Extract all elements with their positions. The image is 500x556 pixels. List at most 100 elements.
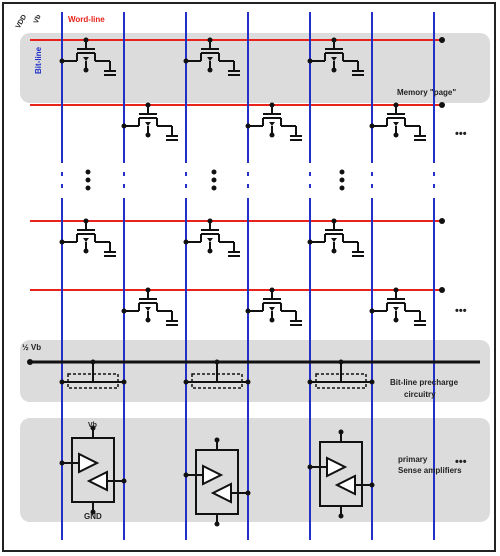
vertical-ellipsis-dot — [211, 185, 217, 191]
transistor-arrow — [207, 57, 213, 61]
word-line-end-dot — [439, 218, 445, 224]
vertical-ellipsis-dot — [85, 169, 91, 175]
transistor-arrow — [393, 307, 399, 311]
transistor-arrow — [145, 122, 151, 126]
precharge-junction — [214, 359, 220, 365]
transistor-arrow — [269, 122, 275, 126]
vertical-ellipsis-dot — [211, 169, 217, 175]
primary-label-line2: Sense amplifiers — [398, 466, 462, 475]
transistor-arrow — [83, 57, 89, 61]
transistor-arrow — [331, 238, 337, 242]
sense-bitline-dot — [121, 478, 127, 484]
ellipsis-sense: ••• — [455, 456, 467, 468]
body-terminal — [145, 132, 151, 138]
sense-supply-dot — [90, 425, 96, 431]
gate-junction — [393, 287, 399, 293]
gate-junction — [83, 218, 89, 224]
bitline-junction — [307, 58, 313, 64]
gate-junction — [331, 37, 337, 43]
sense-ground-dot — [90, 509, 96, 515]
sense-bitline-dot — [183, 472, 189, 478]
bitline-junction — [369, 308, 375, 314]
gate-junction — [207, 218, 213, 224]
sense-bitline-dot — [59, 460, 65, 466]
vertical-ellipsis-dot — [211, 177, 217, 183]
precharge-band — [20, 340, 490, 402]
transistor-arrow — [331, 57, 337, 61]
bitline-junction — [245, 123, 251, 129]
bitline-junction — [121, 308, 127, 314]
transistor-arrow — [269, 307, 275, 311]
gate-junction — [393, 102, 399, 108]
memory-page-label: Memory "page" — [397, 88, 457, 97]
inverter-lower — [86, 470, 108, 492]
gate-junction — [145, 102, 151, 108]
bitline-junction — [121, 123, 127, 129]
sense-vb-label: Vb — [88, 422, 97, 429]
precharge-bitline-dot — [369, 379, 375, 385]
body-terminal — [83, 248, 89, 254]
vertical-ellipsis-dot — [339, 177, 345, 183]
body-terminal — [269, 132, 275, 138]
gate-junction — [145, 287, 151, 293]
bitline-junction — [183, 239, 189, 245]
body-terminal — [269, 317, 275, 323]
vertical-ellipsis-dot — [85, 177, 91, 183]
bitline-junction — [307, 239, 313, 245]
sense-bitline-dot — [307, 464, 313, 470]
precharge-bus-start — [27, 359, 33, 365]
inverter-lower — [210, 482, 232, 504]
transistor-arrow — [145, 307, 151, 311]
sense-bitline-dot — [245, 490, 251, 496]
ellipsis-row2: ••• — [455, 128, 467, 140]
bitline-junction — [245, 308, 251, 314]
sense-ground-dot — [338, 513, 344, 519]
precharge-bitline-dot — [183, 379, 189, 385]
transistor-arrow — [83, 238, 89, 242]
body-terminal — [331, 67, 337, 73]
precharge-label-line2: circuitry — [404, 390, 436, 399]
memory-page-band — [20, 33, 490, 103]
gate-junction — [331, 218, 337, 224]
word-line-end-dot — [439, 37, 445, 43]
vertical-ellipsis-dot — [339, 185, 345, 191]
body-terminal — [393, 317, 399, 323]
half-vb-label: ½ Vb — [22, 343, 42, 352]
ellipsis-row4: ••• — [455, 305, 467, 317]
vertical-ellipsis-dot — [85, 185, 91, 191]
vertical-ellipsis-dot — [339, 169, 345, 175]
bit-line-label: Bit-line — [34, 46, 43, 74]
body-terminal — [393, 132, 399, 138]
sense-supply-dot — [338, 429, 344, 435]
precharge-bitline-dot — [121, 379, 127, 385]
precharge-junction — [90, 359, 96, 365]
sense-bitline-dot — [369, 482, 375, 488]
precharge-junction — [338, 359, 344, 365]
body-terminal — [207, 248, 213, 254]
gate-junction — [269, 287, 275, 293]
gate-junction — [83, 37, 89, 43]
sense-ground-dot — [214, 521, 220, 527]
inverter-upper — [78, 452, 100, 474]
transistor-arrow — [393, 122, 399, 126]
precharge-bitline-dot — [245, 379, 251, 385]
gate-junction — [207, 37, 213, 43]
inverter-upper — [326, 456, 348, 478]
gate-junction — [269, 102, 275, 108]
bitline-junction — [369, 123, 375, 129]
word-line-end-dot — [439, 287, 445, 293]
body-terminal — [331, 248, 337, 254]
body-terminal — [145, 317, 151, 323]
inverter-upper — [202, 464, 224, 486]
gnd-label: GND — [84, 512, 102, 521]
diagram-frame — [2, 2, 496, 552]
sense-amp-band — [20, 418, 490, 522]
transistor-arrow — [207, 238, 213, 242]
body-terminal — [83, 67, 89, 73]
sense-supply-dot — [214, 437, 220, 443]
primary-label-line1: primary — [398, 455, 428, 464]
bitline-junction — [59, 58, 65, 64]
word-line-end-dot — [439, 102, 445, 108]
